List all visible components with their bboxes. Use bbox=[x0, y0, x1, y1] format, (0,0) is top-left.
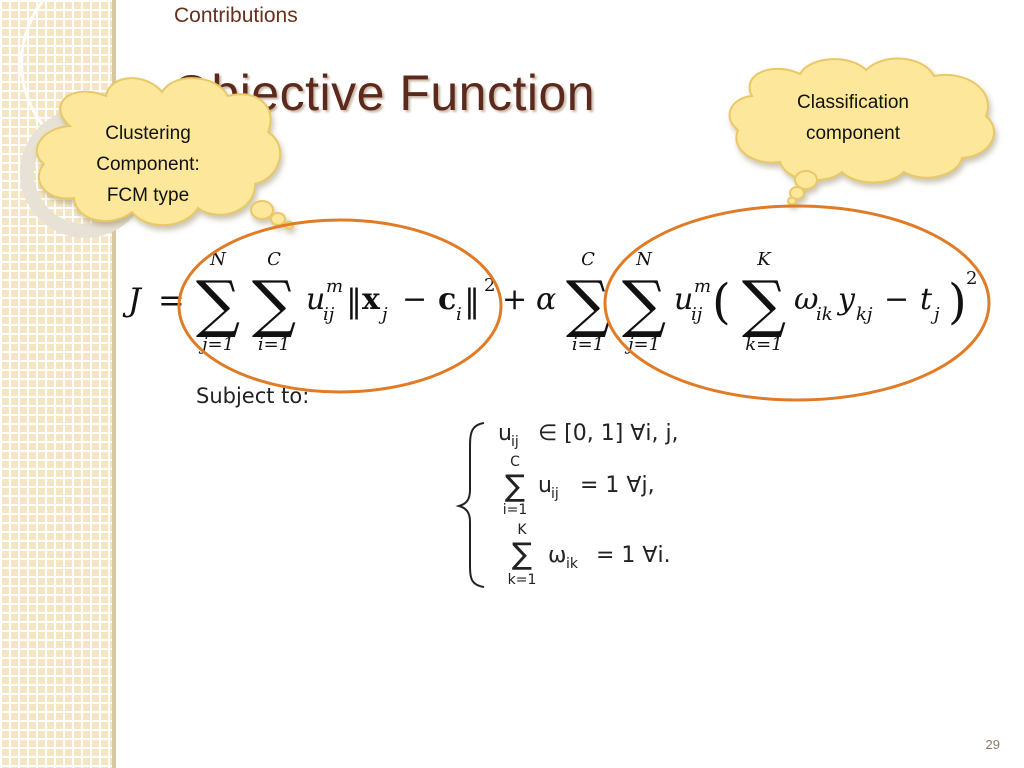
sum5-lower: k=1 bbox=[745, 334, 782, 355]
sum2-lower: i=1 bbox=[258, 334, 290, 355]
norm-pow: 2 bbox=[484, 275, 495, 296]
norm-open: ‖ bbox=[346, 282, 362, 320]
term1-u: u bbox=[306, 282, 325, 317]
constraint-brace bbox=[455, 422, 485, 588]
clustering-line-2: Component: bbox=[96, 154, 200, 175]
sum2-upper: C bbox=[267, 249, 281, 270]
constraint-3-omega: ω bbox=[548, 543, 566, 568]
sum4-lower: j=1 bbox=[624, 334, 660, 355]
classification-line-2: component bbox=[805, 123, 900, 144]
subject-to-label: Subject to: bbox=[196, 384, 310, 408]
term1-sup: m bbox=[326, 276, 343, 297]
term2-u: u bbox=[674, 282, 693, 317]
clustering-highlight-ellipse bbox=[177, 218, 503, 394]
sum5-upper: K bbox=[756, 249, 772, 270]
panel-edge bbox=[112, 0, 116, 768]
eq-lhs: J bbox=[122, 281, 143, 319]
sum2-sigma: ∑ bbox=[252, 267, 296, 340]
constraint-3-rest: = 1 ∀i. bbox=[596, 543, 671, 568]
sum3-lower: i=1 bbox=[572, 334, 604, 355]
page-number: 29 bbox=[985, 737, 1000, 752]
x-var: x bbox=[362, 282, 381, 317]
constraint-1-rest: ∈ [0, 1] ∀i, j, bbox=[538, 421, 679, 446]
sum1-lower: j=1 bbox=[198, 334, 234, 355]
constraint-3-sigma: ∑ bbox=[512, 537, 532, 572]
paren-close: ) bbox=[948, 274, 967, 330]
x-sub: j bbox=[378, 304, 388, 325]
constraint-2-rest: = 1 ∀j, bbox=[580, 473, 655, 498]
y-sub: kj bbox=[856, 304, 873, 325]
constraint-2-sub: ij bbox=[551, 486, 559, 502]
classification-callout-text: Classification component bbox=[770, 87, 936, 149]
constraint-1-u: u bbox=[498, 421, 512, 446]
eq-minus-2: − bbox=[884, 282, 909, 317]
eq-alpha: α bbox=[536, 282, 556, 317]
constraint-2-lower: i=1 bbox=[503, 502, 528, 518]
constraint-2-u: u bbox=[538, 473, 552, 498]
constraint-3-lower: k=1 bbox=[508, 572, 537, 588]
constraint-3-upper: K bbox=[517, 522, 527, 538]
sum3-sigma: ∑ bbox=[566, 267, 610, 340]
sum4-upper: N bbox=[635, 249, 653, 270]
section-label: Contributions bbox=[174, 4, 298, 27]
c-sub: i bbox=[456, 304, 462, 325]
eq-plus: + bbox=[502, 282, 527, 317]
constraint-2-upper: C bbox=[510, 454, 520, 470]
classification-line-1: Classification bbox=[797, 92, 909, 113]
clustering-cloud bbox=[35, 77, 294, 230]
paren-open: ( bbox=[712, 274, 731, 330]
classification-highlight-ellipse bbox=[603, 204, 991, 402]
constraint-2-sigma: ∑ bbox=[505, 469, 525, 504]
paren-pow: 2 bbox=[966, 268, 977, 289]
norm-close: ‖ bbox=[464, 282, 480, 320]
term2-sub: ij bbox=[691, 304, 703, 325]
sum3-upper: C bbox=[581, 249, 595, 270]
clustering-callout-text: Clustering Component: FCM type bbox=[68, 118, 228, 211]
t-var: t bbox=[920, 282, 933, 317]
y-var: y bbox=[836, 282, 856, 317]
c-var: c bbox=[438, 282, 456, 317]
clustering-line-1: Clustering bbox=[105, 123, 191, 144]
constraint-1-sub: ij bbox=[511, 434, 519, 450]
eq-minus-1: − bbox=[402, 282, 427, 317]
sum1-sigma: ∑ bbox=[196, 267, 240, 340]
term1-sub: ij bbox=[323, 304, 335, 325]
omega-sub: ik bbox=[816, 304, 833, 325]
sum4-sigma: ∑ bbox=[622, 267, 666, 340]
t-sub: j bbox=[930, 304, 940, 325]
clustering-line-3: FCM type bbox=[106, 185, 190, 206]
classification-cloud bbox=[728, 57, 995, 206]
omega: ω bbox=[794, 282, 818, 317]
constraint-3-sub: ik bbox=[566, 556, 579, 572]
sum5-sigma: ∑ bbox=[742, 267, 786, 340]
term2-sup: m bbox=[694, 276, 711, 297]
